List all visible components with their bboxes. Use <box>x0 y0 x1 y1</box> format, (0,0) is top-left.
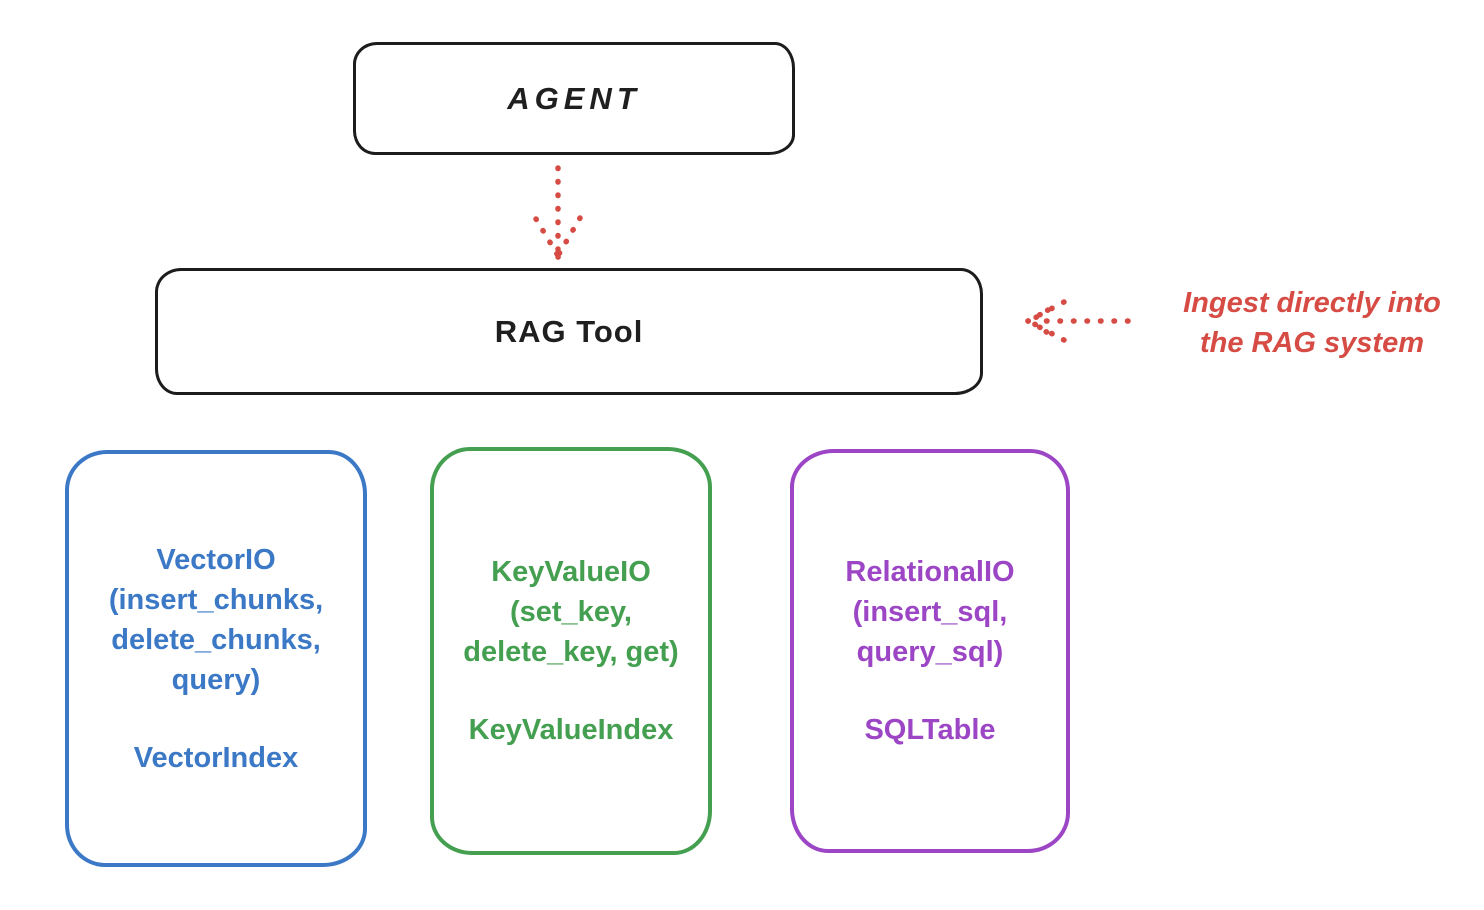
ingest-annotation-line2: the RAG system <box>1199 327 1424 359</box>
vector-index-label: VectorIndex <box>133 741 299 774</box>
ingest-annotation-line1: Ingest directly into <box>1183 287 1441 319</box>
agent-label: AGENT <box>507 80 641 116</box>
ingest-arrow-icon <box>1024 299 1131 343</box>
agent-box: AGENT <box>353 42 795 155</box>
relational-io-label: RelationalIO (insert_sql, query_sql) <box>845 556 1015 668</box>
agent-to-rag-arrow-icon <box>533 165 583 260</box>
sql-table-label: SQLTable <box>864 714 996 746</box>
keyvalue-index-label: KeyValueIndex <box>468 714 674 746</box>
vector-io-box: VectorIO (insert_chunks, delete_chunks, … <box>65 450 367 867</box>
ingest-annotation: Ingest directly into the RAG system <box>1140 283 1484 363</box>
keyvalue-io-label: KeyValueIO (set_key, delete_key, get) <box>463 556 679 668</box>
vector-io-label: VectorIO (insert_chunks, delete_chunks, … <box>108 543 324 696</box>
keyvalue-io-box: KeyValueIO (set_key, delete_key, get) Ke… <box>430 447 712 855</box>
rag-tool-label: RAG Tool <box>494 313 644 349</box>
relational-io-box: RelationalIO (insert_sql, query_sql) SQL… <box>790 449 1070 853</box>
rag-tool-box: RAG Tool <box>155 268 983 395</box>
